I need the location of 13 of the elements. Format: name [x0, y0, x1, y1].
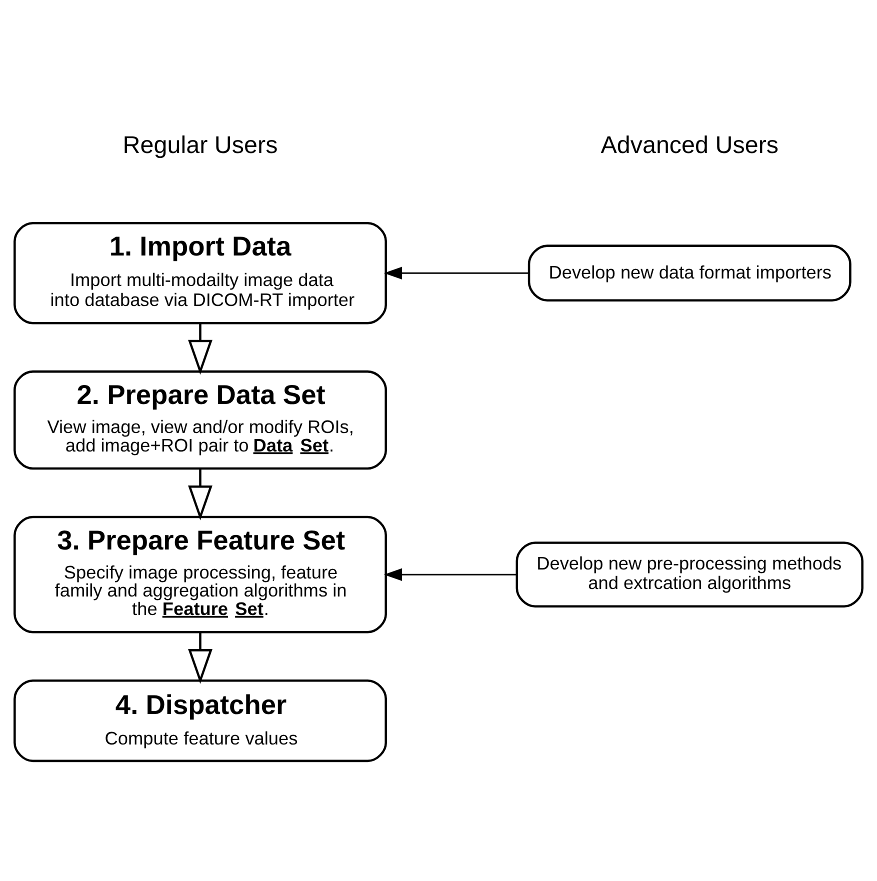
node-box: 4. Dispatcher Compute feature values: [14, 680, 387, 762]
node-box: Develop new pre-processing methods and extrcation algorithms: [516, 542, 864, 608]
arrow: [188, 468, 212, 520]
node-box: 1. Import Data Import multi-modailty image data into database via DICOM-RT importer: [14, 222, 387, 324]
arrow: [188, 632, 212, 684]
node-box: 2. Prepare Data Set View image, view and/or modify ROIs, add image+ROI pair to Data Set.: [14, 370, 387, 470]
label: Advanced Users: [600, 132, 779, 160]
node-box: Develop new data format importers: [528, 244, 852, 302]
arrow: [384, 568, 517, 581]
arrow: [188, 323, 212, 375]
node-box: 3. Prepare Feature Set Specify image processing, feature family and aggregation algorithms in the Feature Set.: [14, 516, 387, 634]
label: Regular Users: [122, 132, 278, 160]
arrow: [384, 266, 529, 280]
